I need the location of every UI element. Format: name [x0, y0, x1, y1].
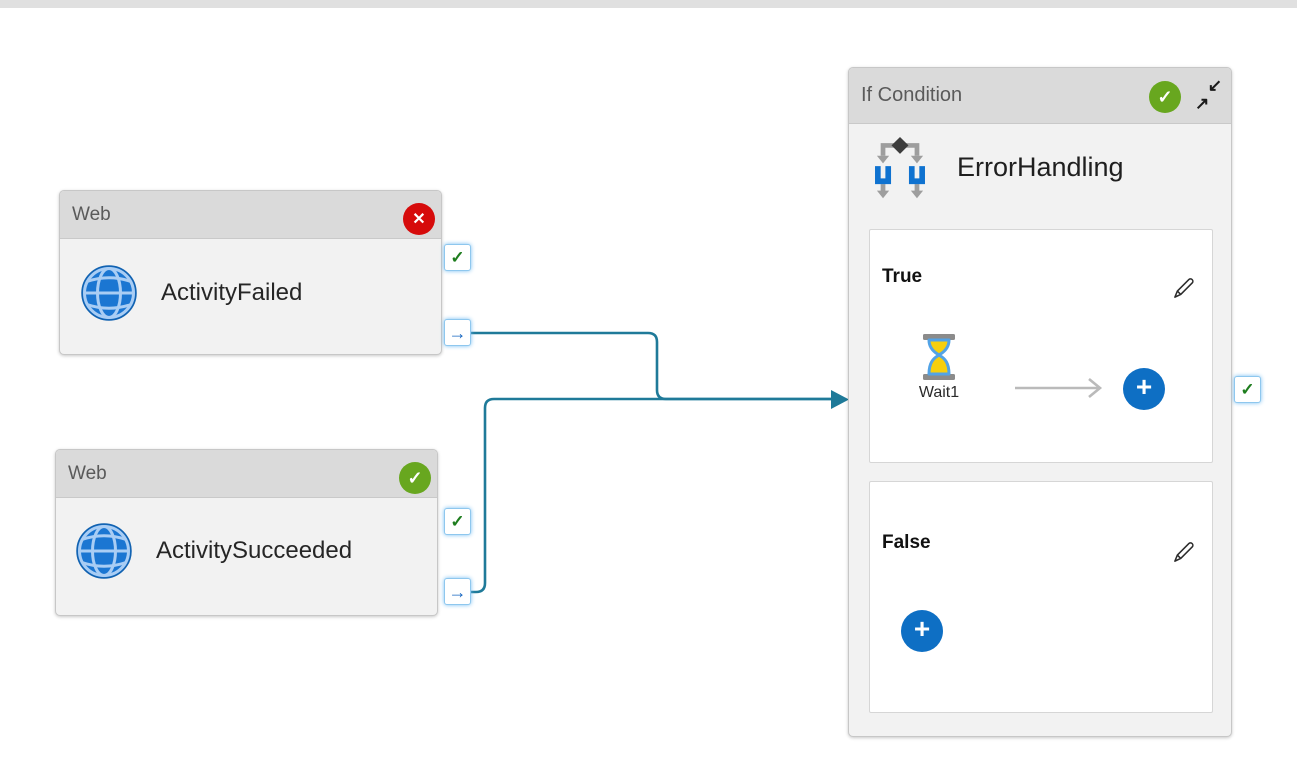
globe-icon	[76, 523, 132, 579]
success-connector-icon[interactable]: ✓	[444, 508, 471, 535]
arrow-glyph: →	[448, 322, 467, 343]
true-branch-label: True	[882, 266, 923, 287]
activity-card-activitysucceeded[interactable]: Web ✓ ActivitySucceeded	[55, 449, 438, 616]
collapse-in-arrow: ↙	[1207, 76, 1222, 95]
collapse-icon[interactable]: ↙ ↗	[1195, 76, 1222, 113]
next-activity-arrow-icon	[1015, 377, 1103, 399]
activity-name: ErrorHandling	[957, 152, 1124, 182]
canvas-top-divider	[0, 0, 1297, 8]
check-glyph: ✓	[407, 467, 423, 488]
success-connector-icon[interactable]: ✓	[1234, 376, 1261, 403]
check-glyph: ✓	[1240, 380, 1255, 399]
globe-icon	[81, 265, 137, 321]
check-glyph: ✓	[450, 248, 465, 267]
collapse-out-arrow: ↗	[1195, 94, 1210, 113]
activity-node-label: Wait1	[918, 384, 960, 401]
plus-icon: +	[1135, 371, 1153, 402]
true-branch-panel[interactable]: True Wait1	[869, 229, 1213, 463]
activity-card-header: If Condition ✓ ↙ ↗	[849, 68, 1231, 124]
add-activity-true-button[interactable]: +	[1123, 368, 1165, 410]
arrow-glyph: →	[448, 581, 467, 602]
false-branch-label: False	[882, 532, 931, 553]
edit-true-branch-pencil-icon[interactable]	[1170, 276, 1196, 302]
activity-card-errorhandling[interactable]: If Condition ✓ ↙ ↗	[848, 67, 1232, 737]
if-condition-icon	[871, 136, 929, 202]
success-connector-icon[interactable]: ✓	[444, 244, 471, 271]
plus-icon: +	[913, 613, 931, 644]
activity-type-label: Web	[68, 463, 107, 484]
output-connector-icon[interactable]: →	[444, 319, 471, 346]
status-succeeded-badge-icon: ✓	[1149, 81, 1181, 113]
output-connector-icon[interactable]: →	[444, 578, 471, 605]
check-glyph: ✓	[450, 512, 465, 531]
false-branch-panel[interactable]: False +	[869, 481, 1213, 713]
activity-name: ActivitySucceeded	[156, 537, 353, 564]
status-failed-badge-icon: ✕	[403, 203, 435, 235]
activity-card-header: Web ✕	[60, 191, 441, 239]
add-activity-false-button[interactable]: +	[901, 610, 943, 652]
activity-card-header: Web ✓	[56, 450, 437, 498]
check-glyph: ✓	[1157, 86, 1173, 107]
activity-node-wait1[interactable]: Wait1	[919, 334, 959, 401]
error-x-glyph: ✕	[412, 211, 426, 228]
connection-arrowhead	[831, 390, 849, 409]
connection-activitysucceeded-to-errorhandling[interactable]	[471, 397, 832, 594]
activity-name: ActivityFailed	[161, 279, 303, 306]
activity-card-activityfailed[interactable]: Web ✕ ActivityFailed	[59, 190, 442, 355]
activity-type-label: If Condition	[861, 84, 963, 106]
activity-type-label: Web	[72, 204, 111, 225]
hourglass-icon	[919, 334, 959, 385]
status-succeeded-badge-icon: ✓	[399, 462, 431, 494]
connection-activityfailed-to-errorhandling[interactable]	[471, 331, 832, 401]
edit-false-branch-pencil-icon[interactable]	[1170, 540, 1196, 566]
